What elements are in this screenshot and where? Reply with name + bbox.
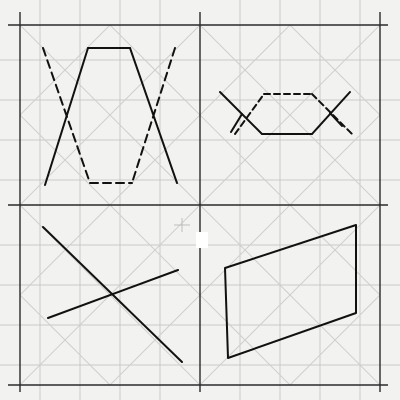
- panel-frame: [8, 12, 388, 392]
- diagonal-guides: [19, 24, 381, 386]
- panel-bottom-right-parallelogram: [224, 224, 357, 359]
- panel-bottom-left-crossing-lines: [42, 226, 183, 363]
- eraser-mark: [174, 218, 208, 248]
- panel-top-left-cone: [42, 47, 178, 186]
- panel-top-right-hexagon: [219, 91, 355, 137]
